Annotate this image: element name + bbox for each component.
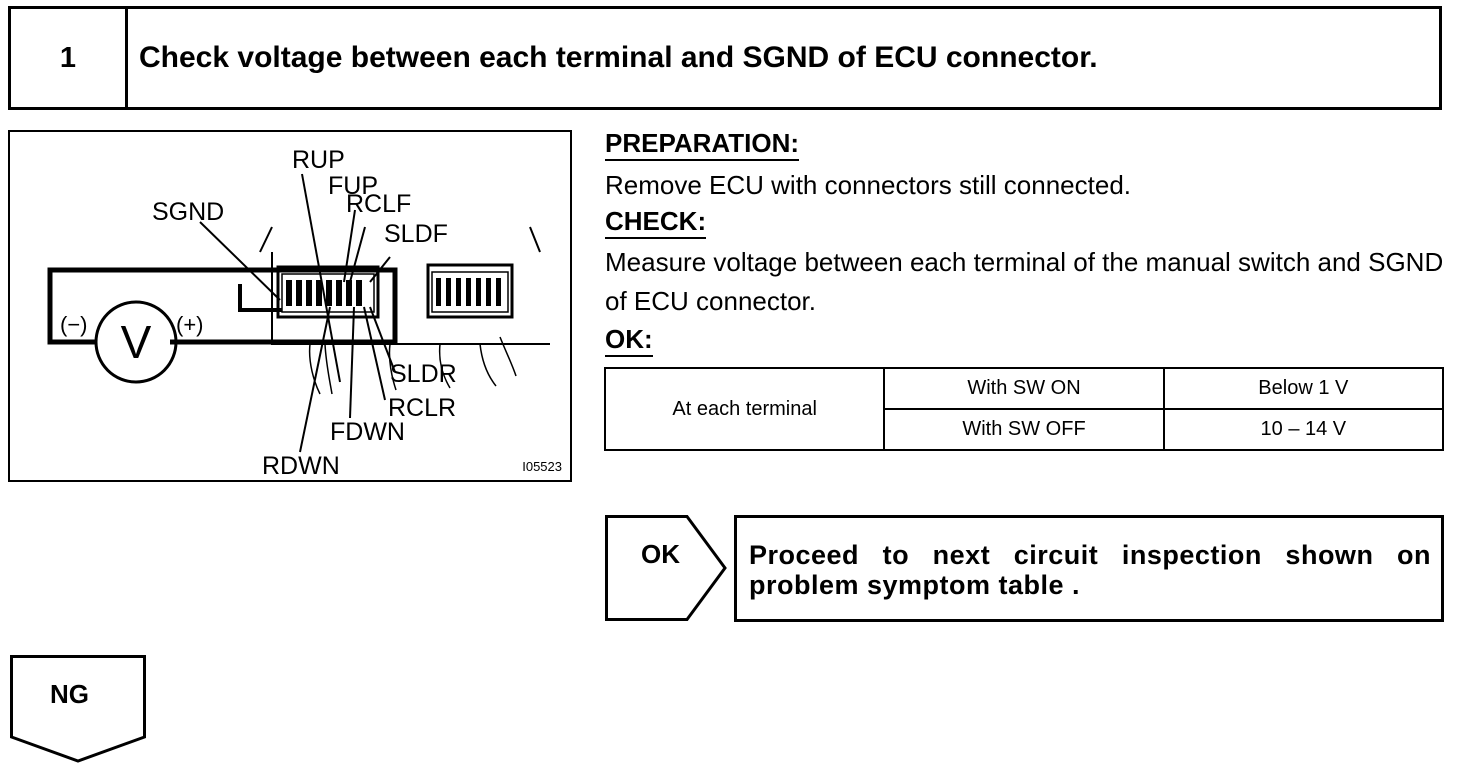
- check-heading: CHECK:: [605, 206, 707, 239]
- label-rup: RUP: [292, 146, 345, 174]
- label-rdwn: RDWN: [262, 452, 340, 480]
- label-sgnd: SGND: [152, 198, 225, 226]
- ok-label: OK: [641, 539, 680, 569]
- step-header: 1 Check voltage between each terminal an…: [8, 6, 1442, 110]
- preparation-heading: PREPARATION:: [605, 128, 800, 161]
- label-sldr: SLDR: [390, 360, 457, 388]
- right-arrow-shape: [605, 515, 727, 621]
- ng-label: NG: [50, 679, 89, 709]
- ok-result-text: Proceed to next circuit inspection shown…: [749, 540, 1431, 600]
- check-text: Measure voltage between each terminal of…: [605, 247, 1444, 316]
- voltmeter-symbol: V: [121, 316, 152, 368]
- spec-table: At each terminal With SW ON Below 1 V Wi…: [603, 367, 1445, 451]
- ng-arrow-box: NG: [10, 655, 146, 763]
- ok-result-box: Proceed to next circuit inspection shown…: [734, 515, 1444, 622]
- minus-label: (−): [60, 312, 88, 337]
- step-number: 1: [11, 9, 128, 107]
- ok-heading: OK:: [605, 324, 653, 357]
- row-label: At each terminal: [603, 367, 886, 451]
- diagram-drawing: V: [47, 173, 550, 453]
- ok-arrow-box: OK: [605, 515, 727, 621]
- table-row: With SW OFF 10 – 14 V: [605, 408, 1445, 451]
- value-cell: 10 – 14 V: [1162, 408, 1445, 451]
- label-rclf: RCLF: [346, 190, 412, 218]
- condition-cell: With SW OFF: [883, 408, 1165, 451]
- down-arrow-shape: [10, 655, 146, 763]
- label-sldf: SLDF: [384, 220, 448, 248]
- condition-cell: With SW ON: [883, 367, 1165, 410]
- plus-label: (+): [176, 312, 204, 337]
- step-title: Check voltage between each terminal and …: [139, 41, 1098, 74]
- table-row: At each terminal With SW ON Below 1 V: [603, 367, 1445, 451]
- figure-id: I05523: [522, 459, 562, 474]
- label-fup: FUP: [328, 172, 378, 200]
- connector-diagram: V RUP FUP RCLF SLDF SGND SLDR RCLR FDWN …: [8, 130, 572, 482]
- label-rclr: RCLR: [388, 394, 457, 422]
- value-cell: Below 1 V: [1162, 367, 1445, 410]
- preparation-text: Remove ECU with connectors still connect…: [605, 170, 1132, 200]
- label-fdwn: FDWN: [330, 418, 405, 446]
